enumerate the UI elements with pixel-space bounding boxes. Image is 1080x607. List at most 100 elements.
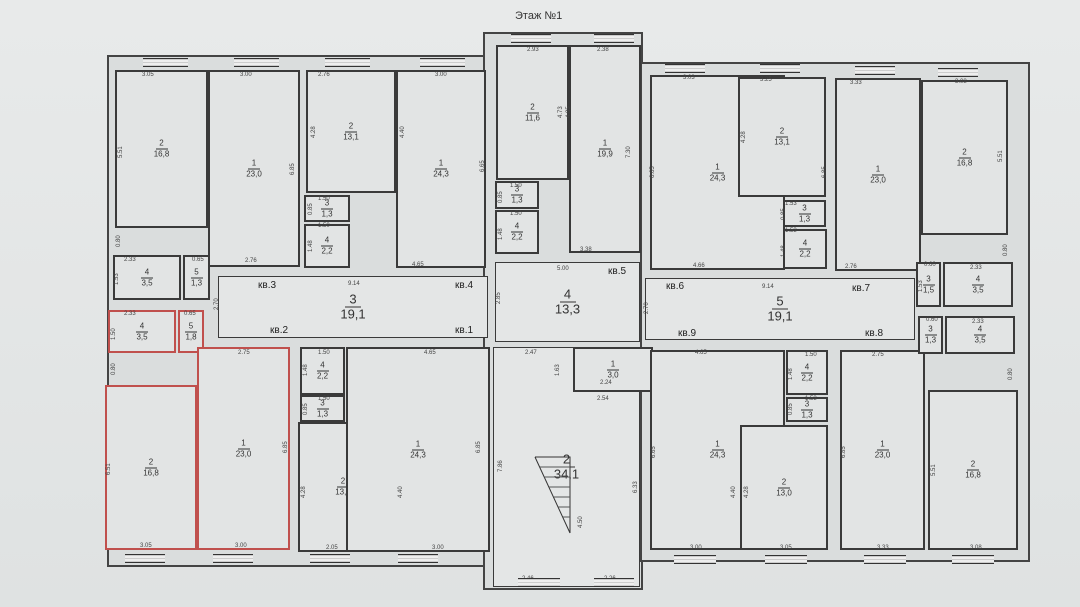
- window: [674, 555, 716, 564]
- room-number: 2: [967, 460, 979, 471]
- dimension-label: 6.65: [480, 160, 486, 172]
- room-area: 3,0: [607, 370, 619, 379]
- room-number: 3: [801, 399, 813, 410]
- apartment-label: кв.7: [852, 283, 871, 294]
- dimension-label: 0.85: [498, 191, 504, 203]
- dimension-label: 1.63: [555, 364, 561, 376]
- dimension-label: 6.51: [106, 463, 112, 475]
- window: [213, 554, 253, 563]
- dimension-label: 5.51: [118, 146, 124, 158]
- dimension-label: 2.75: [872, 352, 884, 358]
- dimension-label: 1.50: [510, 183, 522, 189]
- room-area: 3,5: [974, 335, 986, 345]
- window: [665, 64, 705, 73]
- room-area: 2,2: [321, 246, 333, 256]
- dimension-label: 6.85: [822, 166, 828, 178]
- room-number: 5: [185, 321, 197, 332]
- window: [855, 66, 895, 75]
- dimension-label: 1.50: [510, 211, 522, 217]
- dimension-label: 7.30: [626, 146, 632, 158]
- dimension-label: 6.33: [633, 481, 639, 493]
- room-area: 2,2: [799, 249, 811, 259]
- room-area: 19,1: [767, 308, 793, 324]
- dimension-label: 6.85: [841, 446, 847, 458]
- dimension-label: 1.50: [805, 352, 817, 358]
- dimension-label: 6.65: [650, 166, 656, 178]
- dimension-label: 1.53: [785, 201, 797, 207]
- dimension-label: 2.05: [326, 545, 338, 551]
- room-area: 16,8: [153, 149, 170, 159]
- room-number: 4: [799, 239, 811, 250]
- dimension-label: 4.40: [398, 486, 404, 498]
- room-area: 3,5: [972, 285, 984, 294]
- room-number: 2: [145, 457, 157, 468]
- dimension-label: 3.33: [877, 545, 889, 551]
- room-number: 4: [801, 362, 813, 373]
- dimension-label: 6.85: [476, 441, 482, 453]
- room-area: 2,2: [316, 371, 329, 381]
- room-area: 13,1: [335, 487, 351, 497]
- dimension-label: 5.00: [557, 266, 569, 272]
- dimension-label: 2.76: [318, 72, 330, 78]
- room-area: 24,3: [709, 450, 726, 460]
- room-area: 24,3: [433, 169, 449, 179]
- dimension-label: 4.65: [695, 350, 707, 356]
- dimension-label: 7.86: [498, 460, 504, 472]
- dimension-label: 3.05: [780, 545, 792, 551]
- dimension-label: 2.75: [238, 350, 250, 356]
- room-number: 4: [974, 325, 986, 336]
- dimension-label: 3.05: [140, 543, 152, 549]
- room-number: 3: [321, 198, 333, 209]
- room-area: 16,8: [143, 468, 159, 477]
- dimension-label: 6.85: [290, 163, 296, 175]
- room-number: 3: [316, 398, 329, 409]
- room-number: 3: [511, 185, 523, 196]
- dimension-label: 0.85: [308, 203, 314, 215]
- dimension-label: 1.53: [114, 273, 120, 285]
- room-area: 1,3: [801, 410, 813, 419]
- room-number: 2: [345, 121, 357, 132]
- dimension-label: 4.65: [424, 350, 436, 356]
- dimension-label: 0.85: [781, 208, 787, 220]
- room-area: 19,1: [340, 306, 366, 322]
- dimension-label: 0.80: [1003, 244, 1009, 256]
- room-area: 23,0: [874, 450, 891, 460]
- apartment-label: кв.3: [258, 280, 277, 291]
- room-number: 1: [872, 164, 884, 175]
- room-number: 4: [321, 236, 333, 247]
- room-number: 4: [972, 274, 984, 285]
- room-number: 1: [248, 158, 260, 169]
- dimension-label: 2.93: [527, 47, 539, 53]
- dimension-label: 0.60: [924, 262, 936, 268]
- room-number: 2: [526, 102, 539, 113]
- room-number: 3: [924, 325, 937, 336]
- window: [952, 555, 994, 564]
